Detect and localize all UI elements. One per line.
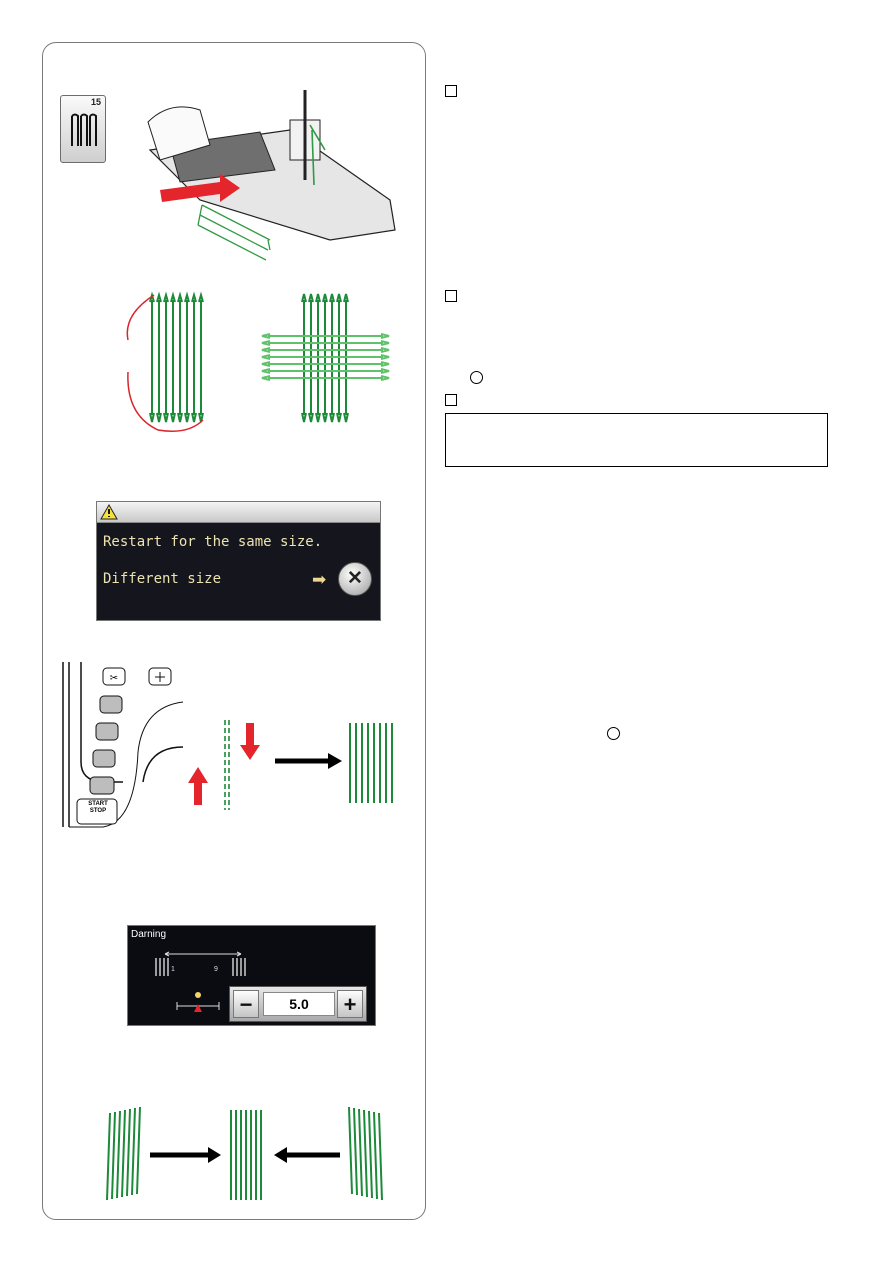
svg-text:✂: ✂: [110, 673, 118, 684]
note-box: [445, 413, 828, 467]
length-stepper[interactable]: − 5.0 +: [229, 986, 367, 1022]
darning-pattern-button[interactable]: 15: [60, 95, 106, 163]
arrow-right-icon: ➡: [312, 570, 327, 589]
range-end: 9: [214, 966, 218, 973]
close-button[interactable]: ✕: [338, 562, 372, 596]
reference-circle-2: [607, 727, 620, 740]
thread-cutter-icon: [102, 667, 126, 686]
machine-control-panel: ✂: [62, 662, 184, 828]
warning-triangle-icon: [100, 504, 118, 520]
darning-pattern-icon: [71, 113, 97, 146]
range-start: 1: [171, 966, 175, 973]
step-checkbox-1: [445, 85, 457, 97]
needle-position-icon: [176, 992, 220, 1012]
different-size-text: Different size: [103, 571, 222, 587]
restart-same-size-text: Restart for the same size.: [103, 534, 323, 550]
plus-button[interactable]: +: [337, 990, 363, 1018]
darning-title: Darning: [131, 929, 167, 940]
restart-message-screen: Restart for the same size. Different siz…: [96, 501, 381, 621]
message-title-bar: [97, 502, 380, 523]
start-stop-label-2: STOP: [89, 808, 107, 814]
darning-length-icon: [155, 951, 246, 976]
balance-adjust-diagram: [106, 1106, 383, 1201]
minus-button[interactable]: −: [233, 990, 259, 1018]
pattern-number: 15: [90, 97, 101, 107]
darning-setting-panel: Darning 1 9 − 5.0 +: [127, 925, 376, 1026]
step-checkbox-3: [445, 394, 457, 406]
start-stop-button[interactable]: START STOP: [78, 801, 118, 815]
length-value: 5.0: [263, 992, 335, 1016]
buttonhole-foot-illustration: [147, 90, 396, 261]
darning-stitch-diagram: [126, 291, 390, 432]
reverse-darning-diagram: [188, 720, 393, 810]
step-checkbox-2: [445, 290, 457, 302]
reference-circle-1: [470, 371, 483, 384]
start-stop-label-1: START: [88, 801, 108, 807]
